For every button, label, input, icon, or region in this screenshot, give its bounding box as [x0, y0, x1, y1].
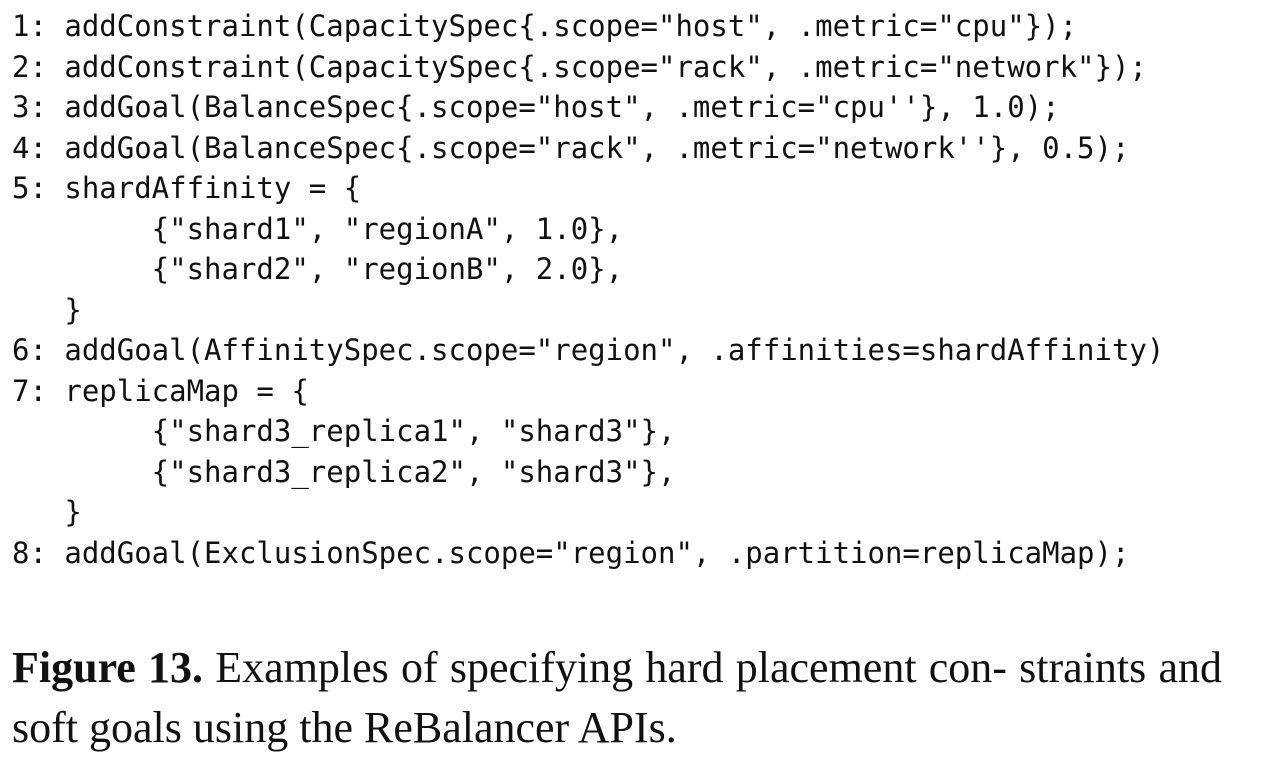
code-line-7: 7: replicaMap = { — [12, 373, 309, 408]
figure-caption: Figure 13. Examples of specifying hard p… — [12, 638, 1222, 758]
caption-text-line2: straints and soft goals using the ReBala… — [12, 643, 1223, 752]
code-line-1: 1: addConstraint(CapacitySpec{.scope="ho… — [12, 9, 1078, 43]
code-line-7c: } — [12, 495, 82, 529]
code-line-7b: {"shard3_replica2", "shard3"}, — [12, 454, 676, 489]
code-line-3: 3: addGoal(BalanceSpec{.scope="host", .m… — [12, 90, 1060, 124]
code-line-7a: {"shard3_replica1", "shard3"}, — [12, 414, 676, 448]
caption-text-line1: Examples of specifying hard placement co… — [215, 643, 1007, 692]
code-line-5b: {"shard2", "regionB", 2.0}, — [12, 252, 624, 286]
code-line-5c: } — [12, 292, 82, 327]
code-listing: 1: addConstraint(CapacitySpec{.scope="ho… — [12, 6, 1164, 573]
code-line-8: 8: addGoal(ExclusionSpec.scope="region",… — [12, 535, 1130, 570]
figure-label: Figure 13. — [12, 643, 204, 692]
code-line-5a: {"shard1", "regionA", 1.0}, — [12, 211, 624, 246]
code-line-5: 5: shardAffinity = { — [12, 171, 362, 205]
code-line-2: 2: addConstraint(CapacitySpec{.scope="ra… — [12, 49, 1147, 84]
code-line-4: 4: addGoal(BalanceSpec{.scope="rack", .m… — [12, 130, 1130, 165]
code-line-6: 6: addGoal(AffinitySpec.scope="region", … — [12, 333, 1165, 367]
